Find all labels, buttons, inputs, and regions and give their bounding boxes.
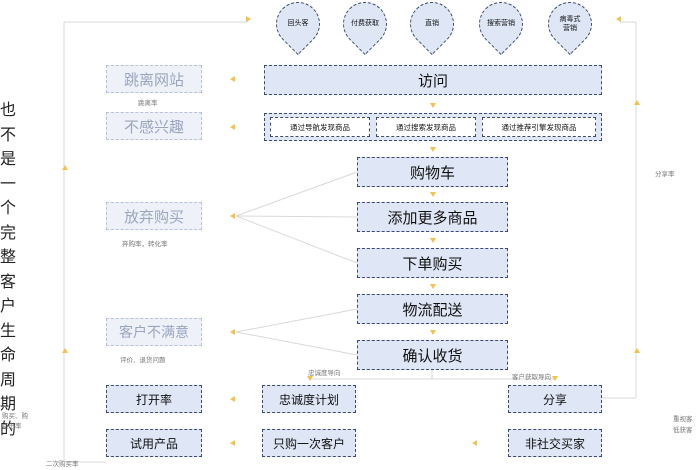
cart-node[interactable]: 购物车 xyxy=(357,157,508,187)
arrow-discover-cart xyxy=(430,147,436,152)
trial-node[interactable]: 试用产品 xyxy=(106,429,202,457)
arrow-left-loop-top xyxy=(246,16,251,22)
fan-abandon-3 xyxy=(235,215,358,264)
discover-search-node[interactable]: 通过搜索发现商品 xyxy=(376,117,476,137)
acquisition-oriented-note: 客户获取导向 xyxy=(512,373,551,381)
arrow-to-bounce xyxy=(230,76,235,82)
logistics-node[interactable]: 物流配送 xyxy=(357,294,508,324)
open-rate-node[interactable]: 打开率 xyxy=(106,385,202,413)
arrow-visit-discover xyxy=(430,103,436,108)
arrow-right-loop-top xyxy=(616,16,621,22)
fan-abandon-1 xyxy=(235,171,358,217)
bounce-node[interactable]: 跳离网站 xyxy=(106,65,202,93)
arrow-to-loyalty xyxy=(307,376,313,381)
right-note-1: 重视客 xyxy=(673,415,693,423)
order-node[interactable]: 下单购买 xyxy=(357,248,508,278)
source-label-direct: 直销 xyxy=(425,19,439,27)
side-caption: 也不是一个完整客户生命周期的 xyxy=(0,100,17,438)
loyalty-oriented-note: 忠诚度导向 xyxy=(308,369,341,377)
share-rate-note: 分享率 xyxy=(655,170,675,178)
arrow-add-order xyxy=(430,238,436,243)
share-node[interactable]: 分享 xyxy=(508,385,602,413)
left-note-2: 点击率 xyxy=(2,422,22,430)
arrow-right-loop-1 xyxy=(634,348,640,353)
loyalty-plan-node[interactable]: 忠诚度计划 xyxy=(262,385,356,413)
once-customer-node[interactable]: 只购一次客户 xyxy=(262,429,356,457)
source-label-returning: 回头客 xyxy=(287,19,309,27)
arrow-cart-add xyxy=(430,192,436,197)
source-label-paid: 付费获取 xyxy=(351,19,379,27)
discover-nav-node[interactable]: 通过导航发现商品 xyxy=(270,117,370,137)
unsatisfied-note: 评价、退货问题 xyxy=(120,356,166,364)
arrow-to-share xyxy=(552,376,558,381)
right-note-2: 低获客 xyxy=(673,426,693,434)
arrow-to-abandon xyxy=(230,213,235,219)
repurchase-note: 二次购买率 xyxy=(46,460,79,468)
fan-abandon-2 xyxy=(235,215,358,218)
visit-node[interactable]: 访问 xyxy=(264,65,602,95)
unsatisfied-node[interactable]: 客户不满意 xyxy=(106,318,202,346)
add-more-node[interactable]: 添加更多商品 xyxy=(357,202,508,232)
fan-unsat-1 xyxy=(235,308,358,333)
arrow-left-loop-1 xyxy=(62,348,68,353)
arrow-left-loop-2 xyxy=(62,165,68,170)
left-note-1: 购买、购 xyxy=(2,412,28,420)
arrow-to-open-rate xyxy=(230,396,235,402)
source-label-search: 搜索营销 xyxy=(487,19,515,27)
confirm-node[interactable]: 确认收货 xyxy=(357,340,508,370)
not-interested-node[interactable]: 不感兴趣 xyxy=(106,112,202,140)
fan-unsat-2 xyxy=(235,331,358,356)
arrow-order-logistics xyxy=(430,284,436,289)
discover-recommend-node[interactable]: 通过推荐引擎发现商品 xyxy=(482,117,596,137)
arrow-logistics-confirm xyxy=(430,330,436,335)
arrow-to-trial xyxy=(230,440,235,446)
abandon-node[interactable]: 放弃购买 xyxy=(106,202,202,230)
arrow-to-not-interested xyxy=(230,124,235,130)
abandon-note: 弃购率，转化率 xyxy=(122,240,168,248)
source-label-viral: 病毒式 营销 xyxy=(559,15,581,32)
arrow-to-once-customer xyxy=(472,440,477,446)
non-social-node[interactable]: 非社交买家 xyxy=(508,429,602,457)
bounce-note: 跳离率 xyxy=(138,99,158,107)
arrow-to-unsatisfied xyxy=(230,329,235,335)
arrow-right-loop-2 xyxy=(634,100,640,105)
